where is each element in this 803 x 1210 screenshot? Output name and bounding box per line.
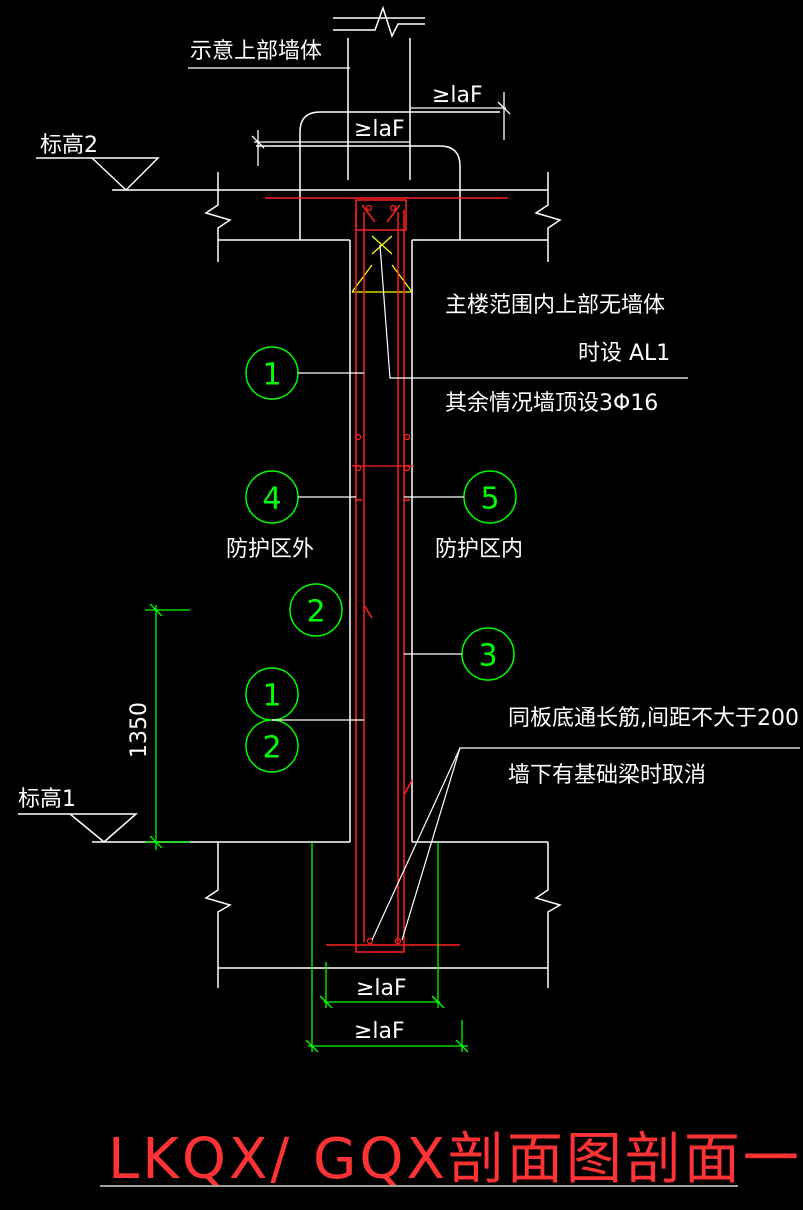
note-bottom-line2: 墙下有基础梁时取消 (508, 763, 706, 788)
elevation-2-symbol (36, 157, 160, 192)
note-main-line1: 主楼范围内上部无墙体 (445, 293, 665, 318)
svg-text:3: 3 (478, 639, 497, 674)
tie-note-leader (379, 244, 688, 379)
svg-text:4: 4 (262, 482, 281, 517)
dim-laf-top-inner (251, 130, 410, 166)
note-bottom-line1: 同板底通长筋,间距不大于200 (508, 706, 799, 731)
dim-laf-top-outer (410, 92, 511, 140)
marker-2-low: 2 (245, 719, 299, 773)
marker-5: 5 (463, 470, 517, 524)
inside-label: 防护区内 (435, 537, 523, 562)
lower-slab (92, 841, 562, 988)
bottom-note-leaders (371, 747, 800, 941)
dim-laf-bottom-inner-label: ≥laF (356, 976, 407, 1001)
upper-hook-rebars (256, 111, 500, 240)
dim-laf-top-outer-label: ≥laF (432, 83, 483, 108)
svg-text:2: 2 (306, 595, 325, 630)
elevation-2-label: 标高2 (40, 133, 98, 158)
yellow-tie (351, 235, 413, 293)
dim-laf-bottom-outer (305, 842, 469, 1053)
upper-wall-label: 示意上部墙体 (190, 39, 322, 64)
vertical-rebars (326, 210, 460, 953)
drawing-title: LKQX/ GQX剖面图剖面一 (108, 1127, 802, 1192)
note-rest: 其余情况墙顶设3Φ16 (445, 391, 658, 416)
marker-3: 3 (461, 627, 515, 681)
svg-text:5: 5 (480, 482, 499, 517)
dim-laf-bottom-inner (319, 842, 445, 1009)
outside-label: 防护区外 (226, 537, 314, 562)
svg-text:2: 2 (262, 731, 281, 766)
dim-1350-label: 1350 (127, 702, 152, 758)
marker-1-top: 1 (245, 346, 299, 400)
dim-laf-bottom-outer-label: ≥laF (354, 1019, 405, 1044)
elevation-1-symbol (18, 813, 138, 843)
elevation-1-label: 标高1 (18, 787, 76, 812)
upper-red-rebar (265, 197, 508, 231)
marker-1-low: 1 (245, 667, 299, 721)
dim-laf-top-inner-label: ≥laF (354, 117, 405, 142)
upper-wall (333, 5, 425, 180)
dim-1350 (145, 603, 190, 850)
marker-4: 4 (245, 470, 299, 524)
svg-text:1: 1 (262, 679, 281, 714)
upper-slab (112, 172, 562, 262)
svg-text:1: 1 (262, 358, 281, 393)
wall-stem (349, 240, 413, 842)
marker-2-mid: 2 (289, 583, 343, 637)
rebar-dots (354, 204, 411, 945)
note-main-line2: 时设 AL1 (578, 341, 670, 366)
